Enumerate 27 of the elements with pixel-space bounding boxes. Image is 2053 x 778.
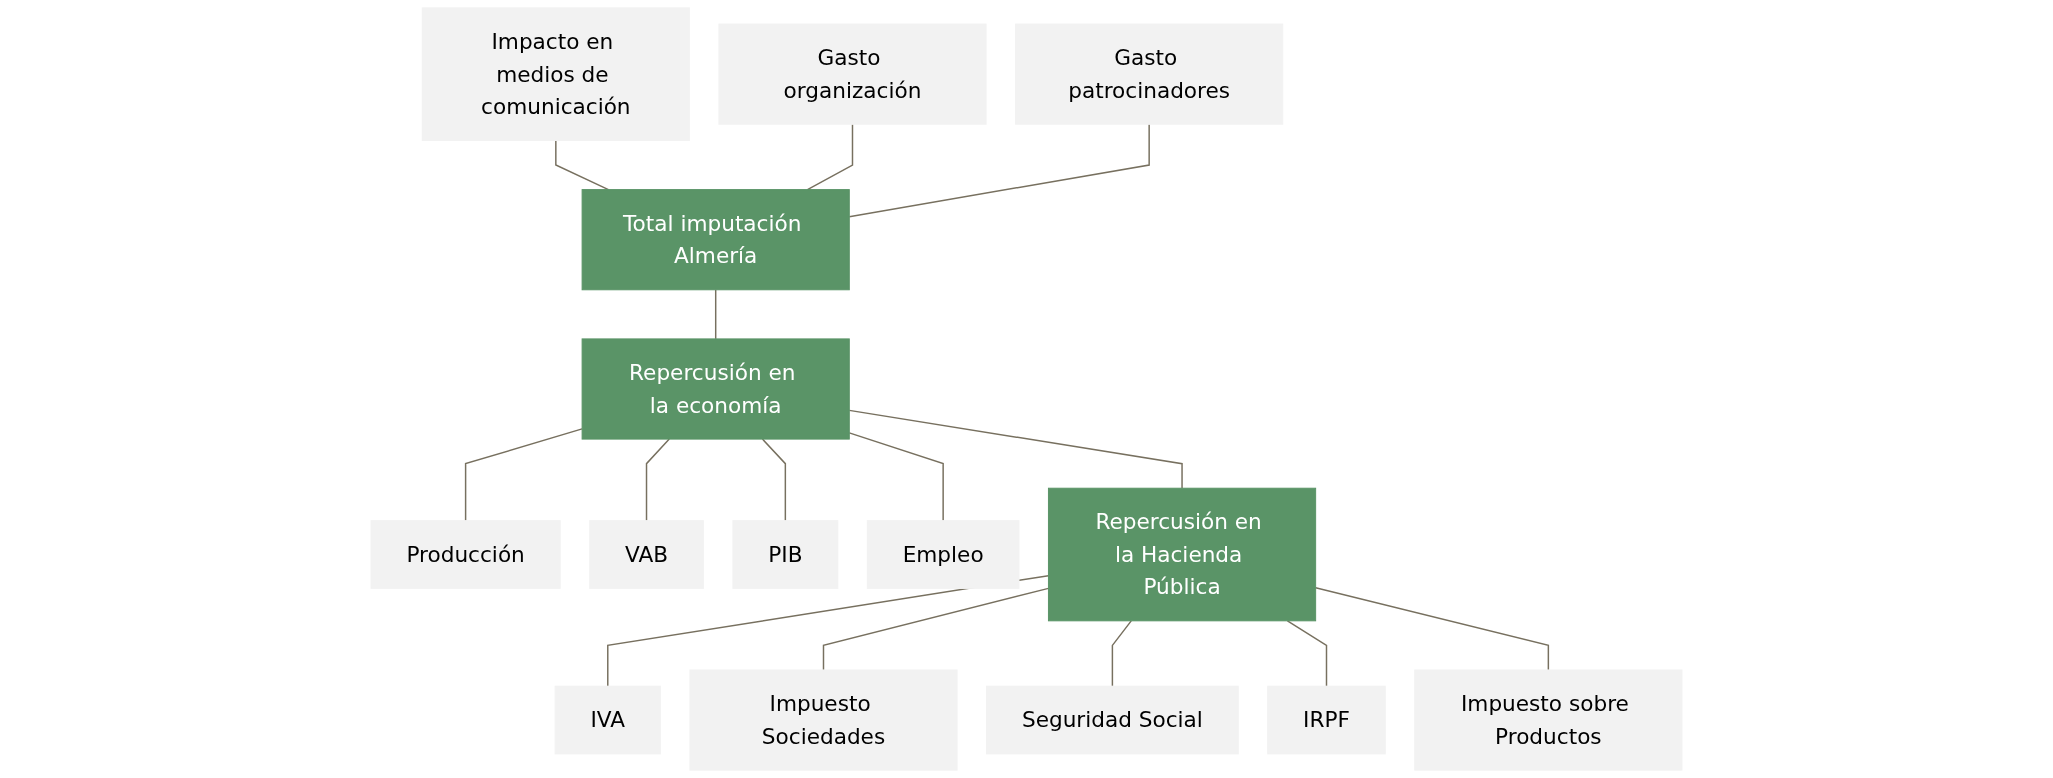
node-box: Impuesto Sociedades [689, 669, 958, 771]
node-box: Repercusión en la Hacienda Pública [1047, 487, 1317, 622]
node-box: Total imputación Almería [581, 189, 850, 291]
node-box: Empleo [866, 520, 1020, 589]
connector [714, 289, 717, 340]
connector [555, 139, 610, 191]
connector [848, 409, 1183, 489]
node-box: Repercusión en la economía [581, 338, 850, 440]
node-box: VAB [589, 520, 704, 589]
node-box: Producción [370, 520, 561, 589]
node-box: Seguridad Social [986, 685, 1239, 755]
node-box: Gasto organización [718, 23, 987, 125]
node-box: Gasto patrocinadores [1015, 23, 1284, 125]
connector [645, 438, 670, 522]
connector [848, 123, 1150, 218]
connector [1111, 620, 1132, 687]
node-box: Impacto en medios de comunicación [421, 7, 690, 141]
node-box: PIB [732, 520, 839, 589]
node-box: IVA [554, 685, 661, 755]
node-box: Impuesto sobre Productos [1414, 669, 1683, 771]
connector [464, 428, 583, 522]
connector [1314, 586, 1550, 671]
node-box: IRPF [1267, 685, 1386, 755]
connector [822, 587, 1050, 671]
connector [761, 438, 787, 522]
connector [607, 574, 1050, 687]
connector [848, 432, 944, 522]
